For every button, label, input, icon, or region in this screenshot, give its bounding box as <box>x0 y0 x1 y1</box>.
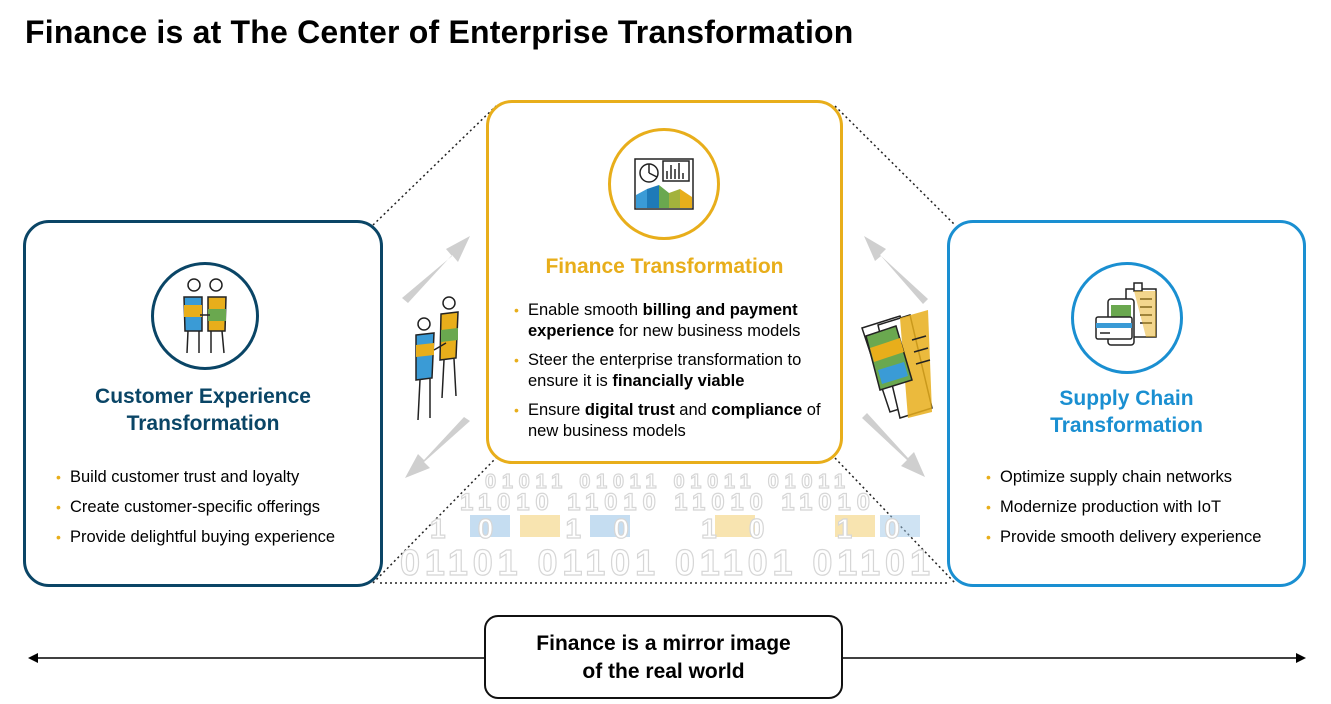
bullet-item: • Modernize production with IoT <box>983 497 1303 518</box>
bullet-text: and <box>674 401 712 419</box>
bullet-item: • Provide smooth delivery experience <box>983 527 1303 548</box>
bullet-dot: • <box>56 469 61 485</box>
bullet-emphasis: digital trust <box>584 401 675 419</box>
bullet-item: • Enable smooth billing and payment exper… <box>511 300 831 342</box>
document-card-icon <box>861 310 933 419</box>
bullet-dot: • <box>986 469 991 485</box>
bullet-dot: • <box>514 302 519 318</box>
page-title: Finance is at The Center of Enterprise T… <box>25 14 854 50</box>
supply-chain-bullet-list: • Optimize supply chain networks • Moderniz… <box>983 467 1303 557</box>
bullet-dot: • <box>986 499 991 515</box>
bullet-text: for new business models <box>614 322 801 340</box>
card-title-line: Supply Chain <box>1059 387 1194 410</box>
arrow-down-left-icon <box>405 417 470 478</box>
mirror-image-box: Finance is a mirror image of the real wo… <box>484 615 843 699</box>
bullet-dot: • <box>514 352 519 368</box>
handshake-icon <box>151 262 259 370</box>
bullet-text: Create customer-specific offerings <box>70 498 321 516</box>
finance-transformation-card: Finance Transformation • Enable smooth bi… <box>486 100 843 464</box>
arrow-up-right-icon <box>402 236 470 303</box>
binary-row: 01101 01101 01101 01101 <box>400 542 930 583</box>
bullet-item: • Ensure digital trust and compliance of … <box>511 400 831 442</box>
bullet-item: • Steer the enterprise transformation to … <box>511 350 831 392</box>
handshake-people-icon <box>415 296 459 421</box>
binary-row: 11010 11010 11010 11010 <box>460 489 870 516</box>
bullet-item: • Build customer trust and loyalty <box>53 467 373 488</box>
bullet-emphasis: financially viable <box>612 372 745 390</box>
finance-dashboard-icon <box>608 128 720 240</box>
bullet-emphasis: compliance <box>711 401 803 419</box>
card-title-line: Transformation <box>126 412 280 435</box>
bullet-dot: • <box>56 529 61 545</box>
flow-arrows <box>402 236 928 478</box>
bullet-text: Optimize supply chain networks <box>1000 468 1233 486</box>
bullet-text: of new business models <box>528 401 821 440</box>
mirror-line: Finance is a mirror image <box>536 632 791 655</box>
card-title-line: Customer Experience <box>95 385 311 408</box>
bullet-text: Provide smooth delivery experience <box>1000 528 1262 546</box>
card-title: Finance Transformation <box>545 255 784 278</box>
supply-chain-card: Supply Chain Transformation • Optimize su… <box>947 220 1306 587</box>
bullet-dot: • <box>514 402 519 418</box>
bullet-item: • Provide delightful buying experience <box>53 527 373 548</box>
bullet-text: Build customer trust and loyalty <box>70 468 300 486</box>
arrow-up-left-icon <box>864 236 928 304</box>
bullet-emphasis: billing and payment experience <box>528 301 798 340</box>
customer-bullet-list: • Build customer trust and loyalty • Create… <box>53 467 373 557</box>
customer-experience-card: Customer Experience Transformation • Buil… <box>23 220 383 587</box>
bullet-item: • Optimize supply chain networks <box>983 467 1303 488</box>
bullet-text: Enable smooth <box>528 301 643 319</box>
mirror-line: of the real world <box>582 660 745 683</box>
bullet-text: Modernize production with IoT <box>1000 498 1222 516</box>
finance-bullet-list: • Enable smooth billing and payment exper… <box>511 300 831 450</box>
bullet-dot: • <box>56 499 61 515</box>
bullet-text: Provide delightful buying experience <box>70 528 336 546</box>
binary-floor: 01011 01011 01011 01011 11010 11010 1101… <box>399 470 930 583</box>
bullet-text: Ensure <box>528 401 585 419</box>
payment-document-icon <box>1071 262 1183 374</box>
bullet-text: Steer the enterprise transformation to e… <box>528 351 802 390</box>
arrow-down-right-icon <box>862 413 925 477</box>
card-title-line: Transformation <box>1050 414 1203 437</box>
bullet-item: • Create customer-specific offerings <box>53 497 373 518</box>
bullet-dot: • <box>986 529 991 545</box>
